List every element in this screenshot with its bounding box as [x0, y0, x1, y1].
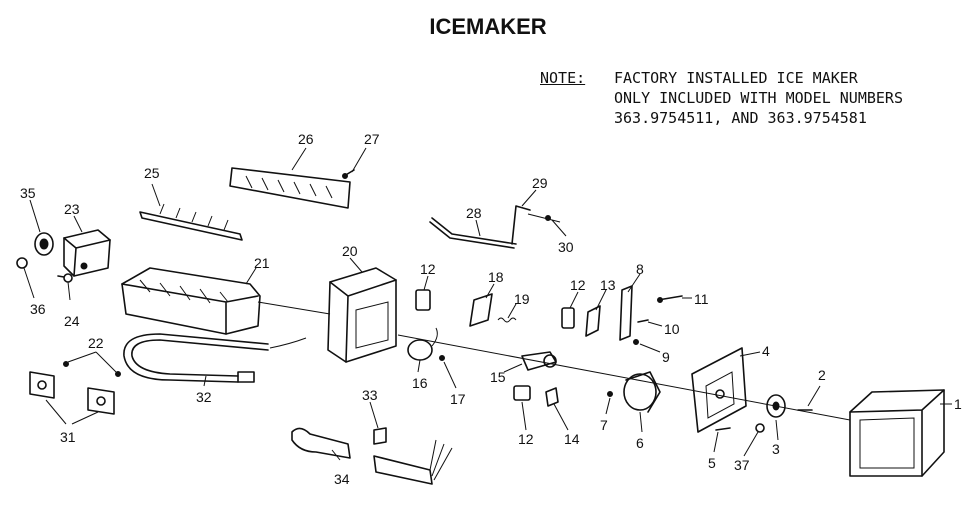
part-33-clip [373, 427, 387, 445]
part-13-cam [585, 305, 601, 337]
callout-18: 18 [488, 269, 504, 285]
callout-12-b: 12 [570, 277, 586, 293]
wire-harness [373, 439, 453, 485]
part-37-nut [755, 423, 765, 433]
callout-12-c: 12 [518, 431, 534, 447]
callout-10: 10 [664, 321, 680, 337]
callout-15: 15 [490, 369, 506, 385]
note-line-3: 363.9754511, AND 363.9754581 [614, 109, 867, 127]
callout-17: 17 [450, 391, 466, 407]
part-30-connector [527, 213, 561, 223]
part-15-valve [521, 351, 557, 371]
part-24-screw [57, 273, 73, 283]
callout-16: 16 [412, 375, 428, 391]
callout-2: 2 [818, 367, 826, 383]
callout-28: 28 [466, 205, 482, 221]
part-26-shelf [229, 167, 351, 209]
assembly-axis-line [257, 301, 331, 315]
part-1-cover [849, 389, 945, 477]
part-23-bracket [63, 229, 111, 277]
callout-20: 20 [342, 243, 358, 259]
diagram-title: ICEMAKER [429, 14, 547, 39]
callout-8: 8 [636, 261, 644, 277]
note-line-1: FACTORY INSTALLED ICE MAKER [614, 69, 858, 87]
part-32-heater [123, 333, 307, 383]
callout-6: 6 [636, 435, 644, 451]
callout-34: 34 [334, 471, 350, 487]
note-label: NOTE: [540, 69, 586, 87]
callout-31: 31 [60, 429, 76, 445]
part-11-screw [657, 295, 683, 303]
callout-13: 13 [600, 277, 616, 293]
callout-23: 23 [64, 201, 80, 217]
part-10-clip [637, 319, 649, 323]
callout-36: 36 [30, 301, 46, 317]
callout-4: 4 [762, 343, 770, 359]
part-29-arm [511, 205, 531, 245]
part-25-ejector [139, 203, 243, 241]
part-16-motor [407, 327, 438, 361]
part-4-plate [691, 347, 747, 433]
callout-27: 27 [364, 131, 380, 147]
note-line-2: ONLY INCLUDED WITH MODEL NUMBERS [614, 89, 903, 107]
part-14-clip [545, 387, 559, 407]
callout-29: 29 [532, 175, 548, 191]
part-28-rod [429, 217, 517, 249]
callout-32: 32 [196, 389, 212, 405]
callout-24: 24 [64, 313, 80, 329]
part-8-bracket [619, 285, 633, 341]
callout-25: 25 [144, 165, 160, 181]
part-36-nut [16, 257, 28, 269]
callout-leaders [23, 147, 952, 461]
callout-14: 14 [564, 431, 580, 447]
part-18-lever [469, 293, 493, 327]
part-19-spring [497, 317, 517, 323]
callout-26: 26 [298, 131, 314, 147]
callout-35: 35 [20, 185, 36, 201]
callout-7: 7 [600, 417, 608, 433]
callout-19: 19 [514, 291, 530, 307]
part-34-harness [291, 427, 351, 459]
callout-33: 33 [362, 387, 378, 403]
callout-3: 3 [772, 441, 780, 457]
callout-21: 21 [254, 255, 270, 271]
part-9-screw [633, 339, 639, 345]
part-17-screw [439, 355, 445, 361]
part-22-screws [63, 351, 121, 377]
callout-37: 37 [734, 457, 750, 473]
callout-1: 1 [954, 396, 962, 412]
part-7-screw [607, 391, 613, 397]
callout-22: 22 [88, 335, 104, 351]
part-31-brackets [29, 371, 115, 425]
callout-9: 9 [662, 349, 670, 365]
callout-11: 11 [694, 291, 709, 307]
part-6-motor [623, 371, 661, 413]
assembly-axis-line [397, 334, 851, 421]
part-21-mold [121, 267, 261, 335]
part-35-ring [34, 232, 54, 256]
callout-30: 30 [558, 239, 574, 255]
callout-12-a: 12 [420, 261, 436, 277]
part-12-switch [415, 289, 575, 401]
part-3-knob [766, 394, 786, 418]
part-5-screw [715, 427, 731, 431]
part-20-housing [327, 267, 397, 363]
callout-5: 5 [708, 455, 716, 471]
callout-labels: 1 2 3 4 5 6 7 8 9 10 11 12 12 12 13 14 1… [20, 131, 962, 487]
